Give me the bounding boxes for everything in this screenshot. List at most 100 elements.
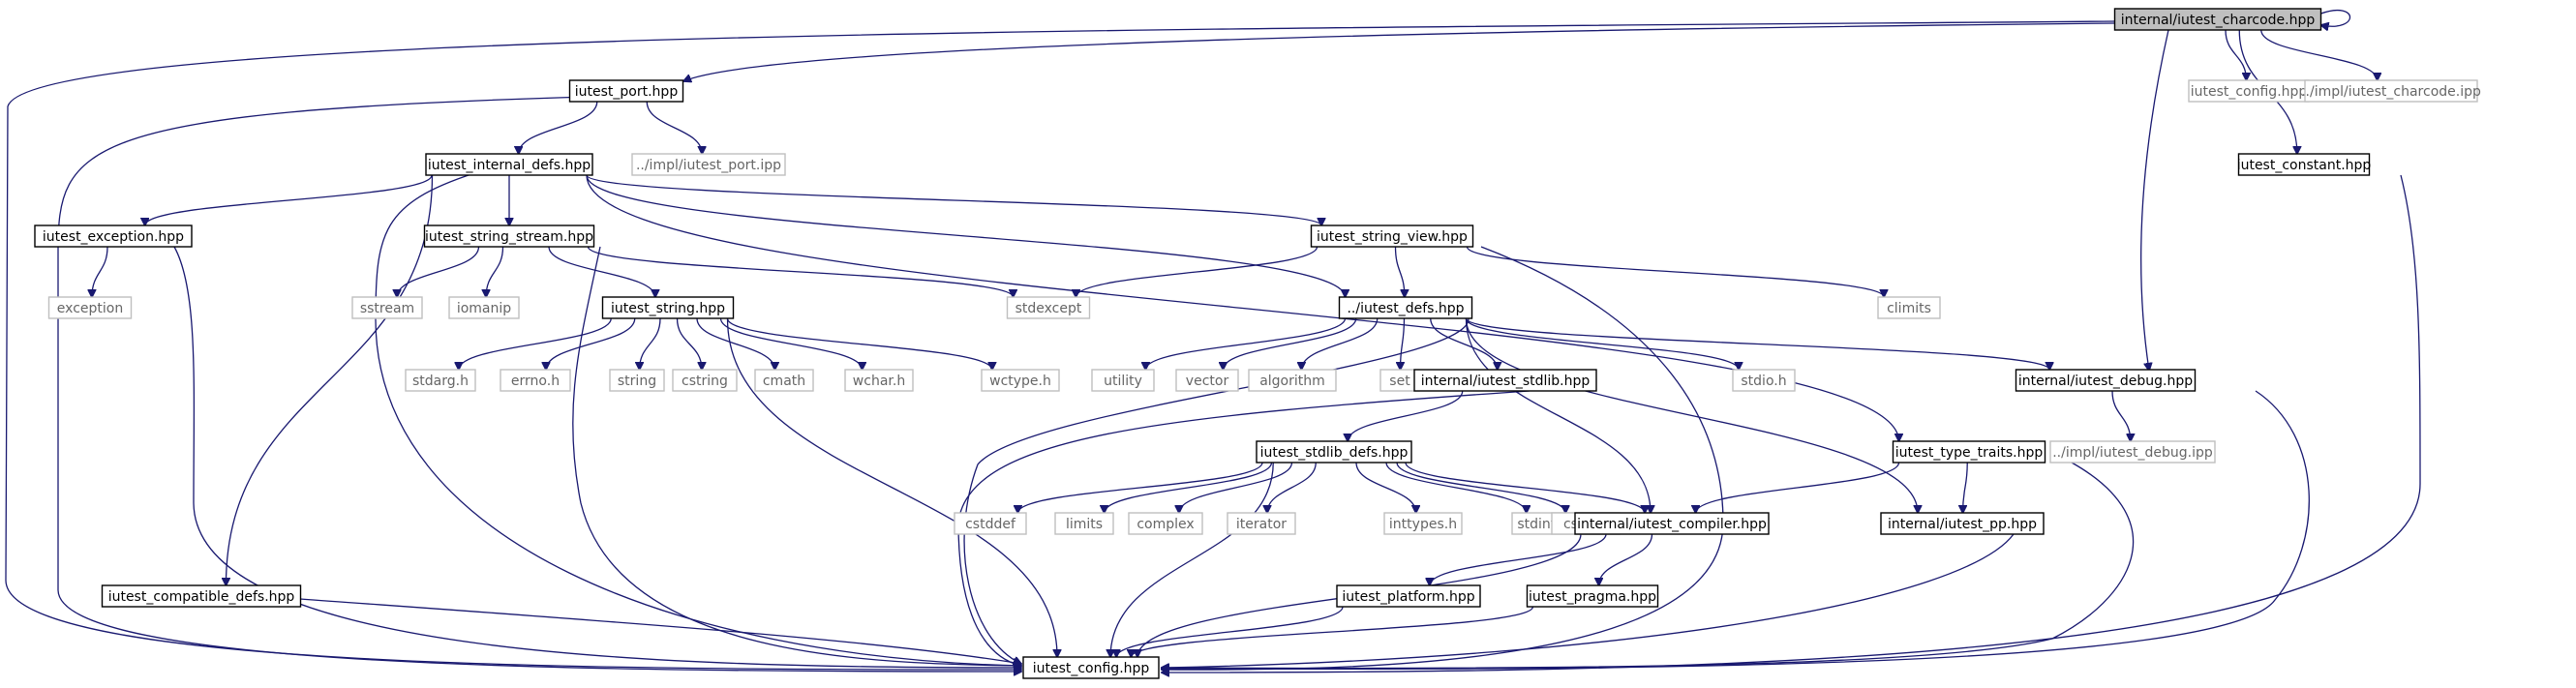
edge-string-stream-to-stdexcept [587, 246, 1014, 297]
node-label: iutest_pragma.hpp [1529, 589, 1656, 605]
edge-defs-to-stdio [1465, 317, 1740, 370]
node-box [954, 512, 1027, 535]
node-box [1336, 584, 1481, 608]
node-label: cmath [763, 374, 805, 389]
node-errno: errno.h [500, 369, 571, 392]
node-box [1732, 369, 1796, 392]
edge-string-stream-to-iomanip [486, 246, 504, 297]
node-box [631, 153, 786, 176]
node-config[interactable]: iutest_config.hpp [1022, 656, 1160, 679]
node-inttypes: inttypes.h [1383, 512, 1463, 535]
node-label: ../iutest_defs.hpp [1347, 301, 1464, 316]
node-utility: utility [1091, 369, 1155, 392]
edge-compatible-to-config [299, 598, 1021, 664]
edge-defs-to-compiler [1465, 317, 1652, 513]
edge-charcode-to-config [5, 20, 2116, 670]
node-string: string [609, 369, 665, 392]
node-complex: complex [1128, 512, 1203, 535]
node-string-hpp[interactable]: iutest_string.hpp [601, 296, 735, 319]
node-box [351, 296, 423, 319]
node-label: stdarg.h [412, 374, 469, 389]
node-box [981, 369, 1060, 392]
node-vector: vector [1175, 369, 1239, 392]
node-label: cstring [682, 374, 728, 389]
node-pragma[interactable]: iutest_pragma.hpp [1526, 584, 1659, 608]
node-box [101, 584, 302, 608]
node-label: ../impl/iutest_charcode.ipp [2301, 84, 2481, 100]
node-limits: limits [1054, 512, 1114, 535]
edge-stdlib-defs-to-limits [1105, 462, 1273, 513]
node-label: iutest_platform.hpp [1342, 589, 1474, 605]
node-string-stream[interactable]: iutest_string_stream.hpp [423, 224, 595, 248]
node-label: iutest_port.hpp [575, 84, 679, 100]
node-sstream: sstream [351, 296, 423, 319]
node-box [423, 224, 595, 248]
edge-type-traits-to-pp [1963, 462, 1968, 513]
edge-stdlib-to-stdlib-defs [1348, 390, 1464, 441]
edge-pp-to-config [1162, 533, 2015, 668]
node-string-view[interactable]: iutest_string_view.hpp [1310, 224, 1474, 248]
node-stdlib[interactable]: internal/iutest_stdlib.hpp [1413, 369, 1597, 392]
edge-string-hpp-to-cmath [696, 317, 774, 370]
edge-platform-to-config [1116, 606, 1344, 657]
node-iomanip: iomanip [448, 296, 520, 319]
node-label: iutest_string.hpp [611, 301, 725, 316]
edge-type-traits-to-config [1162, 462, 2135, 669]
edge-compiler-to-platform [1430, 533, 1607, 585]
node-label: iutest_config.hpp [1033, 661, 1150, 676]
node-label: iomanip [457, 301, 511, 316]
edge-debug-to-debug-ipp [2111, 390, 2131, 441]
node-box [1892, 440, 2046, 464]
node-box [405, 369, 476, 392]
node-climits: climits [1877, 296, 1941, 319]
edge-stdlib-to-config [957, 390, 1530, 666]
node-box [448, 296, 520, 319]
edge-charcode-to-cfg-top [2225, 29, 2246, 80]
edge-string-hpp-to-string [640, 317, 661, 370]
edge-defs-to-vector [1223, 317, 1357, 370]
node-box [2304, 79, 2478, 103]
node-box [609, 369, 665, 392]
edge-internal-defs-to-exception-hpp [145, 174, 433, 225]
node-box [1006, 296, 1091, 319]
edge-defs-to-utility [1145, 317, 1347, 370]
node-pp[interactable]: internal/iutest_pp.hpp [1880, 512, 2045, 535]
node-charcode[interactable]: internal/iutest_charcode.hpp [2113, 8, 2322, 31]
edge-defs-to-algorithm [1301, 317, 1379, 370]
node-debug[interactable]: internal/iutest_debug.hpp [2015, 369, 2197, 392]
node-port[interactable]: iutest_port.hpp [568, 79, 684, 103]
node-label: internal/iutest_stdlib.hpp [1421, 374, 1591, 389]
edge-defs-to-pp [1465, 317, 1919, 513]
edge-charcode-to-debug [2140, 29, 2169, 371]
node-stdio: stdio.h [1732, 369, 1796, 392]
node-box [1880, 512, 2045, 535]
edges [5, 9, 2421, 673]
node-box [34, 224, 193, 248]
edge-internal-defs-to-config [375, 172, 1021, 666]
node-internal-defs[interactable]: iutest_internal_defs.hpp [425, 153, 593, 176]
node-compiler[interactable]: internal/iutest_compiler.hpp [1574, 512, 1770, 535]
node-defs[interactable]: ../iutest_defs.hpp [1338, 296, 1473, 319]
node-box [2113, 8, 2322, 31]
node-iterator: iterator [1227, 512, 1296, 535]
node-compatible[interactable]: iutest_compatible_defs.hpp [101, 584, 302, 608]
edge-type-traits-to-compiler [1696, 462, 1900, 513]
node-box [672, 369, 738, 392]
node-exception-hpp[interactable]: iutest_exception.hpp [34, 224, 193, 248]
edge-string-view-to-config [1162, 246, 1724, 670]
node-label: algorithm [1259, 374, 1325, 389]
node-label: iutest_internal_defs.hpp [428, 158, 591, 173]
node-label: ../impl/iutest_port.ipp [636, 158, 781, 173]
node-type-traits[interactable]: iutest_type_traits.hpp [1892, 440, 2046, 464]
node-box [425, 153, 593, 176]
node-label: ../impl/iutest_debug.ipp [2052, 445, 2213, 461]
node-label: iutest_string_view.hpp [1317, 229, 1468, 245]
node-stdlib-defs[interactable]: iutest_stdlib_defs.hpp [1256, 440, 1412, 464]
node-label: iterator [1236, 517, 1287, 532]
edge-internal-defs-to-string-view [586, 174, 1321, 225]
node-label: wchar.h [853, 374, 905, 389]
node-platform[interactable]: iutest_platform.hpp [1336, 584, 1481, 608]
node-label: stdexcept [1015, 301, 1082, 316]
node-constant[interactable]: iutest_constant.hpp [2237, 153, 2372, 176]
